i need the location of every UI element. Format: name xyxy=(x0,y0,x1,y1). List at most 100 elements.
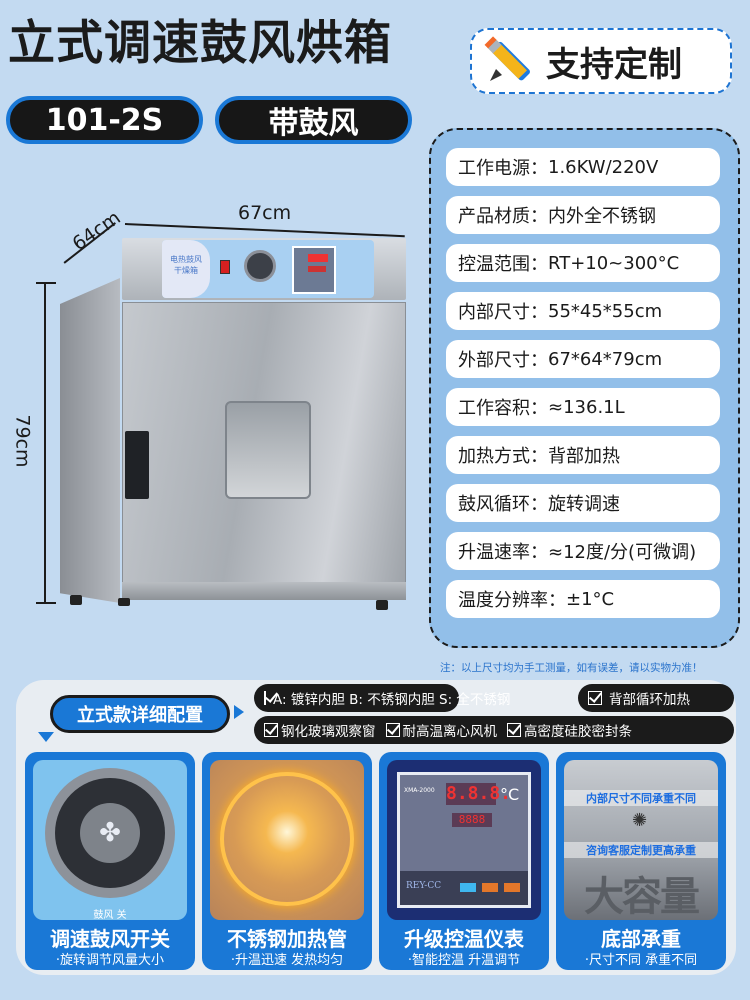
product-image: 67cm 64cm 79cm 电热鼓风 干燥箱 xyxy=(0,190,425,620)
knob-label: 鼓风 关 xyxy=(93,910,127,920)
fan-icon: ✺ xyxy=(632,810,648,831)
card-fan-switch: ✤ 鼓风 关 调速鼓风开关 ·旋转调节风量大小 xyxy=(25,752,195,970)
spec-row-internal-size: 内部尺寸：55*45*55cm xyxy=(446,292,720,330)
controller-image: XMA-2000 8.8.8. °C 8888 REY-CC xyxy=(387,760,541,920)
spec-value: RT+10~300°C xyxy=(548,252,680,274)
spec-label: 升温速率： xyxy=(458,542,548,563)
spec-row-heat-rate: 升温速率：≈12度/分(可微调) xyxy=(446,532,720,570)
oven-foot xyxy=(376,600,388,610)
tick xyxy=(36,602,56,604)
card-heating-tube: 不锈钢加热管 ·升温迅速 发热均匀 xyxy=(202,752,372,970)
meter-model: XMA-2000 xyxy=(404,787,435,794)
heating-ring xyxy=(220,772,354,906)
checkbox-icon xyxy=(264,723,278,737)
spec-row-resolution: 温度分辨率：±1°C xyxy=(446,580,720,618)
heating-tube-image xyxy=(210,760,364,920)
spec-row-power: 工作电源：1.6KW/220V xyxy=(446,148,720,186)
spec-label: 控温范围： xyxy=(458,254,548,275)
fan-knob-image: ✤ 鼓风 关 xyxy=(33,760,187,920)
spec-label: 鼓风循环： xyxy=(458,494,548,515)
oven-door xyxy=(122,302,406,584)
spec-row-fan: 鼓风循环：旋转调速 xyxy=(446,484,720,522)
control-panel: 电热鼓风 干燥箱 xyxy=(162,240,374,298)
tick xyxy=(36,282,56,284)
spec-row-external-size: 外部尺寸：67*64*79cm xyxy=(446,340,720,378)
spec-label: 温度分辨率： xyxy=(458,590,566,611)
spec-row-heating: 加热方式：背部加热 xyxy=(446,436,720,474)
panel-text: 电热鼓风 xyxy=(170,255,202,264)
feature-pill: 带鼓风 xyxy=(215,96,412,144)
card-subtitle: ·智能控温 升温调节 xyxy=(407,953,521,968)
sv-display xyxy=(308,266,326,272)
sv-display: 8888 xyxy=(452,813,492,827)
feature-text: 高密度硅胶密封条 xyxy=(524,724,632,740)
spec-value: 内外全不锈钢 xyxy=(548,206,656,227)
up-button[interactable] xyxy=(504,883,520,892)
feature-material: A: 镀锌内胆 B: 不锈钢内胆 S: 全不锈钢 xyxy=(254,684,510,712)
card-temp-controller: XMA-2000 8.8.8. °C 8888 REY-CC 升级控温仪表 ·智… xyxy=(379,752,549,970)
feature-text: A: 镀锌内胆 B: 不锈钢内胆 S: 全不锈钢 xyxy=(273,692,511,708)
spec-value: ±1°C xyxy=(566,588,615,610)
observation-window xyxy=(225,401,311,499)
spec-label: 工作电源： xyxy=(458,158,548,179)
spec-value: 背部加热 xyxy=(548,446,620,467)
pv-display xyxy=(308,254,328,262)
fan-icon: ✤ xyxy=(80,803,140,863)
spec-value: 55*45*55cm xyxy=(548,300,663,322)
panel-text: 干燥箱 xyxy=(174,266,198,275)
oven-foot xyxy=(70,595,82,605)
spec-panel: 工作电源：1.6KW/220V 产品材质：内外全不锈钢 控温范围：RT+10~3… xyxy=(429,128,740,648)
fan-knob[interactable] xyxy=(244,250,276,282)
pencil-ruler-icon xyxy=(482,31,538,91)
card-title: 升级控温仪表 xyxy=(404,927,524,951)
width-dimension-line xyxy=(124,223,405,237)
card-title: 底部承重 xyxy=(601,927,681,951)
checkbox-icon xyxy=(507,723,521,737)
capacity-text: 大容量 xyxy=(584,874,700,920)
spec-label: 内部尺寸： xyxy=(458,302,548,323)
oven-base xyxy=(122,582,406,600)
card-subtitle: ·升温迅速 发热均匀 xyxy=(230,953,344,968)
spec-value: 1.6KW/220V xyxy=(548,156,659,178)
spec-row-material: 产品材质：内外全不锈钢 xyxy=(446,196,720,234)
custom-badge-label: 支持定制 xyxy=(546,44,682,85)
spec-label: 外部尺寸： xyxy=(458,350,548,371)
page-title: 立式调速鼓风烘箱 xyxy=(8,16,392,71)
arrow-right-icon xyxy=(234,705,244,719)
measurement-note: 注：以上尺寸均为手工测量，如有误差，请以实物为准！ xyxy=(440,662,703,674)
spec-value: ≈136.1L xyxy=(548,396,625,418)
custom-badge[interactable]: 支持定制 xyxy=(470,28,732,94)
feature-text: 背部循环加热 xyxy=(609,692,690,708)
arrow-down-icon xyxy=(38,732,54,742)
temp-controller xyxy=(292,246,336,294)
chamber-image: 内部尺寸不同承重不同 ✺ 咨询客服定制更高承重 大容量 xyxy=(564,760,718,920)
model-pill: 101-2S xyxy=(6,96,203,144)
config-title: 立式款详细配置 xyxy=(50,695,230,733)
card-load-bearing: 内部尺寸不同承重不同 ✺ 咨询客服定制更高承重 大容量 底部承重 ·尺寸不同 承… xyxy=(556,752,726,970)
brand-label: REY-CC xyxy=(406,881,442,891)
spec-value: 旋转调速 xyxy=(548,494,620,515)
spec-row-volume: 工作容积：≈136.1L xyxy=(446,388,720,426)
checkbox-icon xyxy=(264,691,266,705)
width-label: 67cm xyxy=(238,202,292,224)
spec-label: 产品材质： xyxy=(458,206,548,227)
spec-label: 工作容积： xyxy=(458,398,548,419)
set-button[interactable] xyxy=(460,883,476,892)
down-button[interactable] xyxy=(482,883,498,892)
door-handle[interactable] xyxy=(125,431,149,499)
spec-label: 加热方式： xyxy=(458,446,548,467)
controller-bottom: REY-CC xyxy=(400,871,528,905)
feature-text: 钢化玻璃观察窗 xyxy=(281,724,376,740)
power-switch[interactable] xyxy=(220,260,230,274)
overlay-text: 咨询客服定制更高承重 xyxy=(564,842,718,858)
spec-value: 67*64*79cm xyxy=(548,348,663,370)
depth-label: 64cm xyxy=(68,206,125,256)
card-subtitle: ·尺寸不同 承重不同 xyxy=(584,953,698,968)
overlay-text: 内部尺寸不同承重不同 xyxy=(564,790,718,806)
card-title: 调速鼓风开关 xyxy=(50,927,170,951)
card-subtitle: ·旋转调节风量大小 xyxy=(55,953,165,968)
checkbox-icon xyxy=(588,691,602,705)
feature-row-2: 钢化玻璃观察窗 耐高温离心风机 高密度硅胶密封条 xyxy=(254,716,734,744)
spec-row-temp-range: 控温范围：RT+10~300°C xyxy=(446,244,720,282)
feature-heating: 背部循环加热 xyxy=(578,684,734,712)
